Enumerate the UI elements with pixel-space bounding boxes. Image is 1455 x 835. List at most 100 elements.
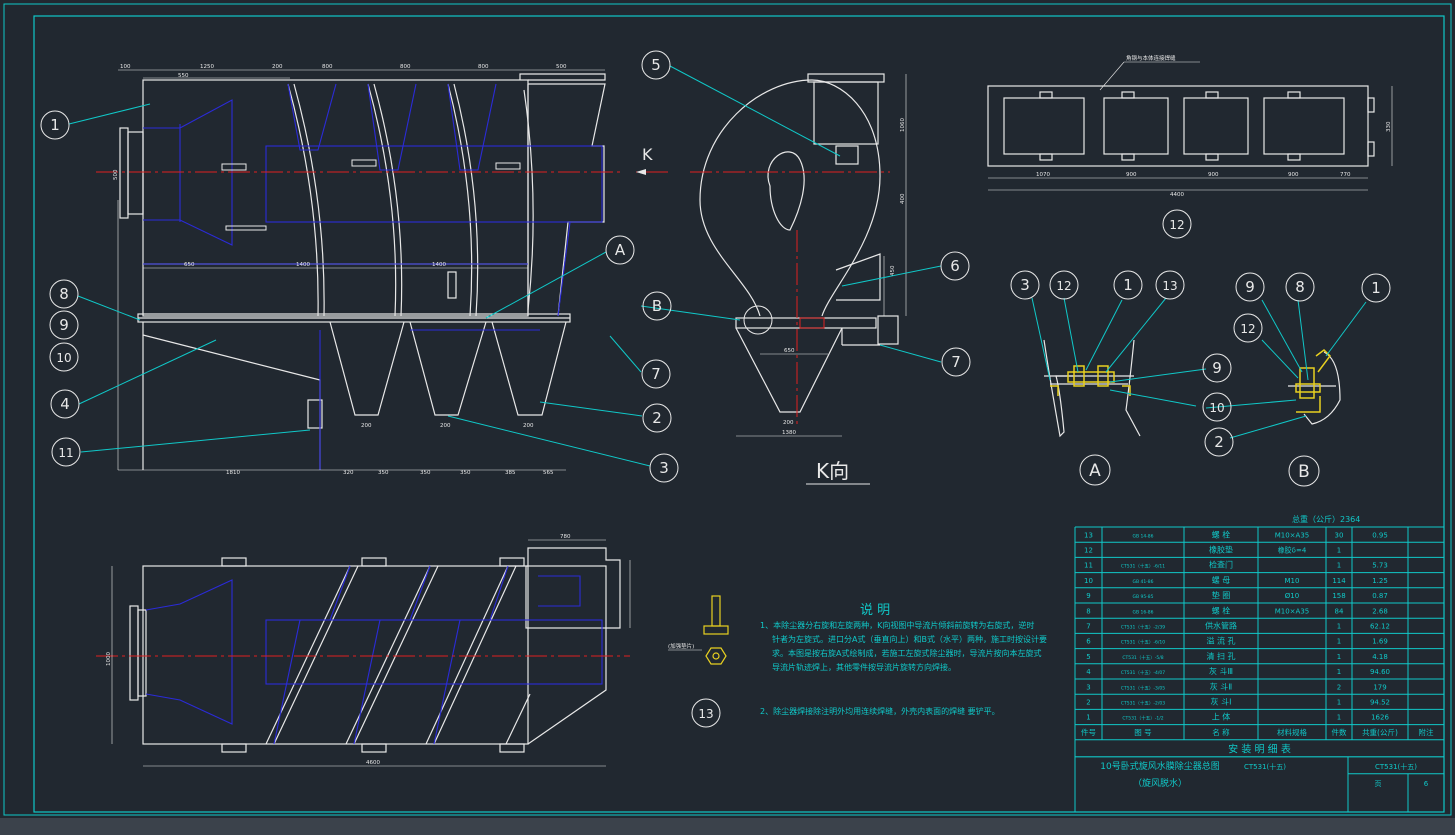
table-cell-qty: 84 — [1335, 607, 1344, 615]
svg-text:320: 320 — [343, 470, 354, 476]
balloon-dB2 — [1285, 272, 1315, 302]
svg-text:5: 5 — [651, 56, 661, 74]
balloon-dA5 — [1202, 353, 1232, 383]
table-cell-name: 清 扫 孔 — [1206, 651, 1235, 661]
k-arrow-head — [636, 169, 646, 175]
table-cell-weight: 1.25 — [1372, 577, 1388, 585]
table-cell-no: 3 — [1086, 683, 1090, 691]
side-view — [699, 73, 899, 413]
balloon-detail-A — [1079, 454, 1111, 486]
svg-text:角钢与本体连接焊缝: 角钢与本体连接焊缝 — [1126, 54, 1176, 62]
balloon-7b — [941, 347, 971, 377]
note1-line2: 针者为左旋式。进口分A式（垂直向上）和B式（水平）两种，施工时按设计要 — [772, 634, 1047, 644]
svg-text:650: 650 — [184, 262, 195, 268]
table-cell-qty: 1 — [1337, 714, 1341, 722]
table-cell-no: 2 — [1086, 699, 1090, 707]
k-view-label: K向 — [816, 459, 849, 483]
table-cell-weight: 共重(公斤) — [1362, 727, 1398, 737]
note1-line3: 求。本图是按右旋A式绘制成，若施工左旋式除尘器时，导流片按向本左旋式 — [772, 648, 1041, 658]
svg-text:13: 13 — [698, 707, 713, 721]
side-view-detail-b-circle — [743, 305, 773, 335]
svg-text:500: 500 — [113, 169, 119, 180]
side-view-dimensions — [736, 74, 907, 437]
table-cell-qty: 1 — [1337, 638, 1341, 646]
svg-text:780: 780 — [560, 534, 571, 540]
table-cell-name: 灰 斗Ⅰ — [1211, 697, 1232, 707]
svg-text:1: 1 — [1123, 276, 1133, 294]
table-cell-name: 名 称 — [1212, 727, 1230, 737]
table-cell-drawing: CT531（十五）-1/2 — [1122, 715, 1163, 722]
front-view-dim-text: 100 1250 200 800 800 800 500 550 500 650… — [113, 64, 567, 476]
svg-text:500: 500 — [556, 64, 567, 70]
table-cell-name: 溢 流 孔 — [1206, 636, 1235, 646]
svg-text:900: 900 — [1126, 172, 1137, 178]
svg-text:200: 200 — [783, 420, 794, 426]
balloon-7 — [641, 359, 671, 389]
balloon-B — [642, 291, 672, 321]
balloon-dA1 — [1010, 270, 1040, 300]
table-cell-material: Ø10 — [1285, 592, 1299, 600]
table-cell-qty: 1 — [1337, 668, 1341, 676]
balloon-12 — [1162, 209, 1192, 239]
svg-text:9: 9 — [1212, 359, 1222, 377]
table-cell-no: 件号 — [1081, 727, 1096, 737]
table-cell-name: 螺 母 — [1212, 575, 1231, 585]
table-cell-name: 灰 斗Ⅱ — [1210, 681, 1233, 691]
table-cell-drawing: CT531（十五）-5/8 — [1122, 654, 1163, 661]
table-cell-no: 9 — [1086, 592, 1090, 600]
svg-text:13: 13 — [1162, 279, 1177, 293]
table-cell-weight: 0.87 — [1372, 592, 1388, 600]
svg-text:1060: 1060 — [900, 118, 906, 132]
svg-text:650: 650 — [784, 348, 795, 354]
balloon-3 — [649, 453, 679, 483]
svg-text:8: 8 — [59, 285, 69, 303]
table-cell-drawing: CT531（十五）-2/39 — [1121, 624, 1165, 631]
status-bar — [0, 818, 1455, 835]
balloon-dB3 — [1361, 273, 1391, 303]
balloon-text: 1 5 A B 6 7 7 8 9 10 4 11 2 3 12 13 3 12… — [50, 56, 1381, 721]
table-cell-no: 12 — [1084, 547, 1093, 555]
parts-list-title: 安 装 明 细 表 — [1228, 742, 1291, 755]
table-cell-qty: 1 — [1337, 653, 1341, 661]
front-view-dimensions — [117, 69, 605, 471]
table-cell-qty: 158 — [1332, 592, 1345, 600]
table-cell-qty: 1 — [1337, 547, 1341, 555]
svg-text:450: 450 — [890, 265, 896, 276]
detail-a — [1043, 339, 1141, 438]
svg-text:7: 7 — [651, 365, 661, 383]
table-cell-drawing: CT531（十五）-6/11 — [1121, 563, 1165, 570]
table-cell-qty: 1 — [1337, 699, 1341, 707]
detail-a-hardware — [1050, 365, 1131, 396]
balloons — [40, 50, 1391, 728]
svg-text:1: 1 — [1371, 279, 1381, 297]
table-cell-weight: 62.12 — [1370, 623, 1390, 631]
table-cell-name: 上 体 — [1212, 712, 1231, 722]
svg-text:2: 2 — [652, 409, 662, 427]
table-cell-material: M10×A35 — [1275, 607, 1310, 615]
table-cell-weight: 4.18 — [1372, 653, 1388, 661]
outer-frame — [3, 3, 1452, 816]
svg-text:350: 350 — [460, 470, 471, 476]
part13-bolt — [703, 595, 729, 665]
svg-text:1810: 1810 — [226, 470, 240, 476]
note2: 2、除尘器焊接除注明外均用连续焊缝，外壳内表面的焊缝 要铲平。 — [760, 706, 1000, 716]
svg-text:11: 11 — [58, 446, 73, 460]
svg-text:200: 200 — [523, 423, 534, 429]
leader-lines — [68, 65, 1367, 467]
table-cell-weight: 5.73 — [1372, 562, 1388, 570]
side-view-flange-red — [799, 317, 825, 329]
table-cell-drawing: GB 14-86 — [1132, 533, 1153, 539]
drawing-code-center: CT531(十五) — [1244, 762, 1286, 771]
page-label: 页 — [1375, 780, 1382, 788]
table-cell-drawing: CT531（十五）-2/03 — [1121, 700, 1165, 707]
svg-text:1000: 1000 — [106, 652, 112, 666]
svg-text:200: 200 — [361, 423, 372, 429]
svg-text:1070: 1070 — [1036, 172, 1050, 178]
table-cell-drawing: 图 号 — [1134, 728, 1151, 737]
table-cell-no: 1 — [1086, 714, 1090, 722]
table-cell-no: 10 — [1084, 577, 1093, 585]
part12-gasket — [987, 85, 1375, 167]
svg-text:10: 10 — [1209, 401, 1224, 415]
